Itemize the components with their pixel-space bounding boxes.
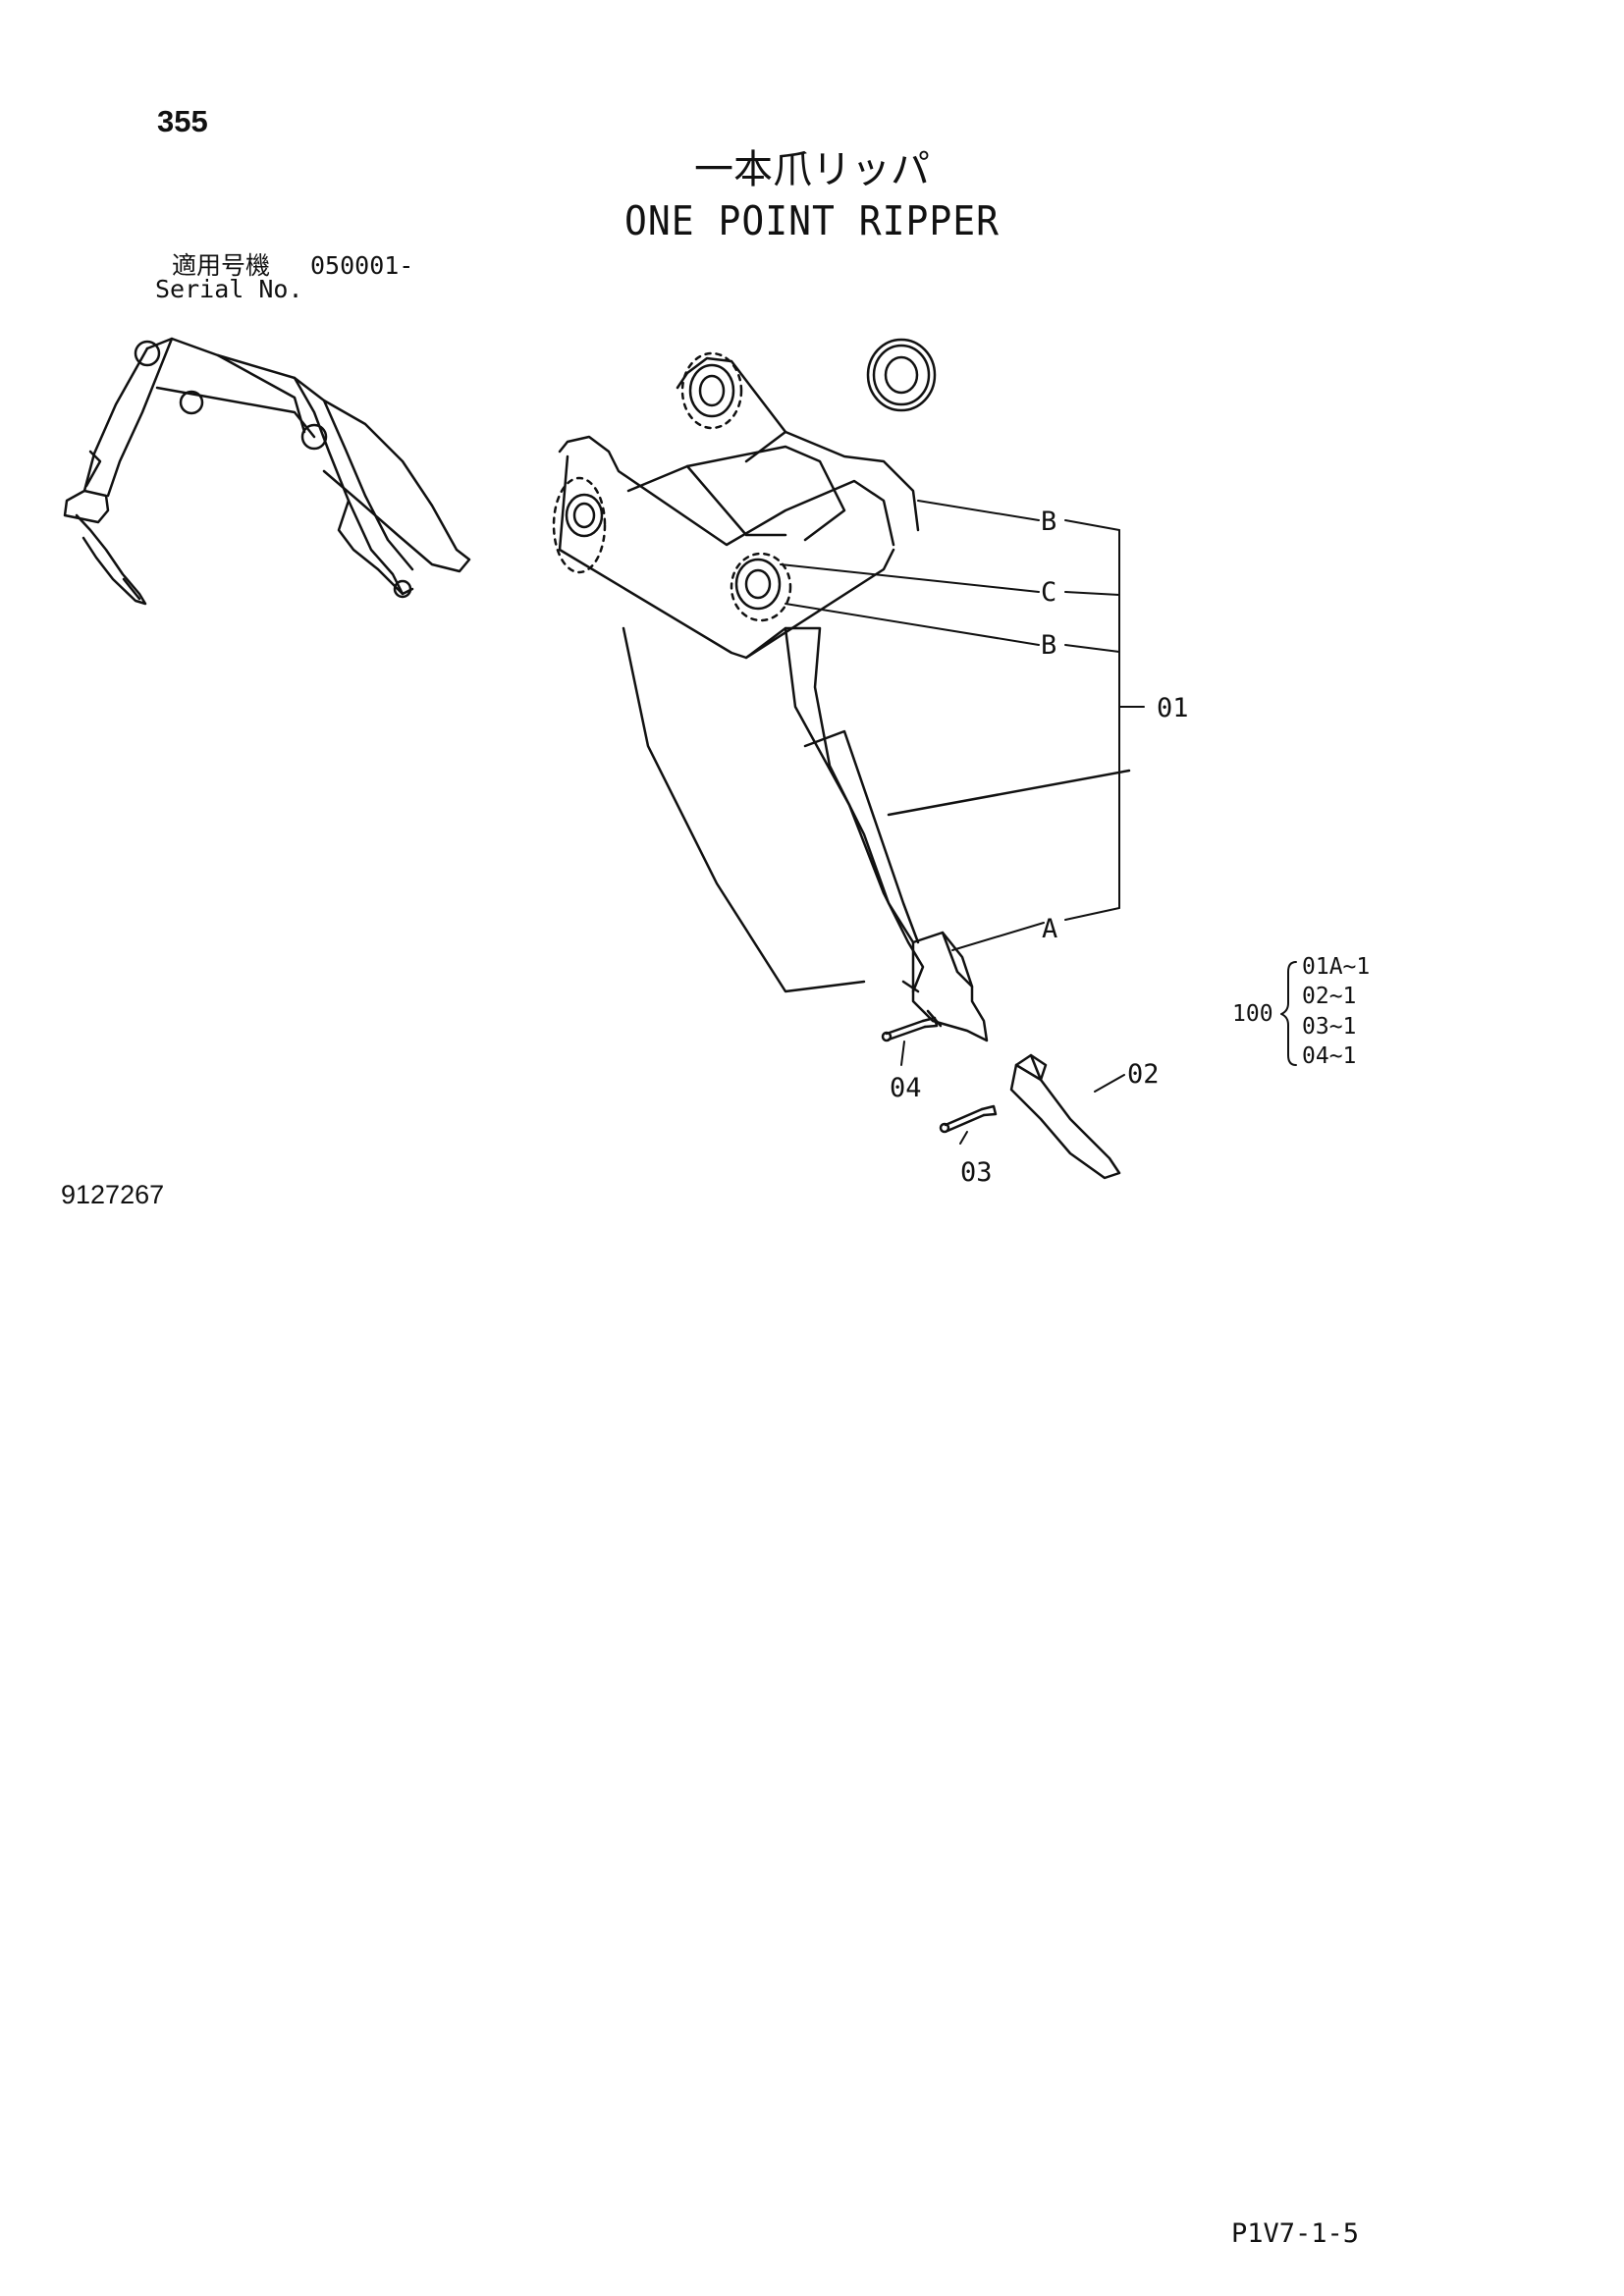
pin-bushing-group: [552, 338, 937, 622]
kit-item: 03~1: [1302, 1014, 1356, 1040]
kit-item: 02~1: [1302, 984, 1356, 1009]
lock-pin-drawing: [939, 1104, 998, 1134]
callout-b-lower: B: [1041, 630, 1056, 661]
figure-id: 9127267: [61, 1180, 165, 1209]
page-number: 355: [157, 104, 208, 138]
ripper-shank-drawing: [558, 356, 1131, 1042]
kit-list: 100 01A~1 02~1 03~1 04~1: [1232, 954, 1370, 1069]
page-title-english: ONE POINT RIPPER: [623, 197, 1001, 244]
page-code: P1V7-1-5: [1231, 2218, 1360, 2249]
ripper-tooth-drawing: [1009, 1053, 1121, 1180]
kit-item: 04~1: [1302, 1043, 1356, 1069]
callout-part-04: 04: [890, 1073, 922, 1103]
serial-label-english: Serial No.: [155, 275, 303, 303]
excavator-arm-overview-illustration: [63, 337, 471, 606]
kit-number: 100: [1232, 1001, 1273, 1027]
callout-labels: B C B 01 A 02 03 04: [890, 507, 1189, 1188]
serial-label-japanese: 適用号機: [172, 251, 271, 280]
callout-part-02: 02: [1127, 1059, 1160, 1090]
serial-number-value: 050001-: [310, 251, 414, 280]
pin-04-drawing: [881, 1016, 939, 1042]
callout-part-01: 01: [1157, 693, 1189, 723]
callout-c: C: [1041, 577, 1056, 608]
callout-a: A: [1042, 914, 1057, 944]
callout-b-upper: B: [1041, 507, 1056, 537]
kit-item: 01A~1: [1302, 954, 1370, 980]
callout-part-03: 03: [960, 1157, 993, 1188]
page-title-japanese: 一本爪リッパ: [694, 147, 930, 192]
leader-lines: [780, 500, 1297, 1145]
